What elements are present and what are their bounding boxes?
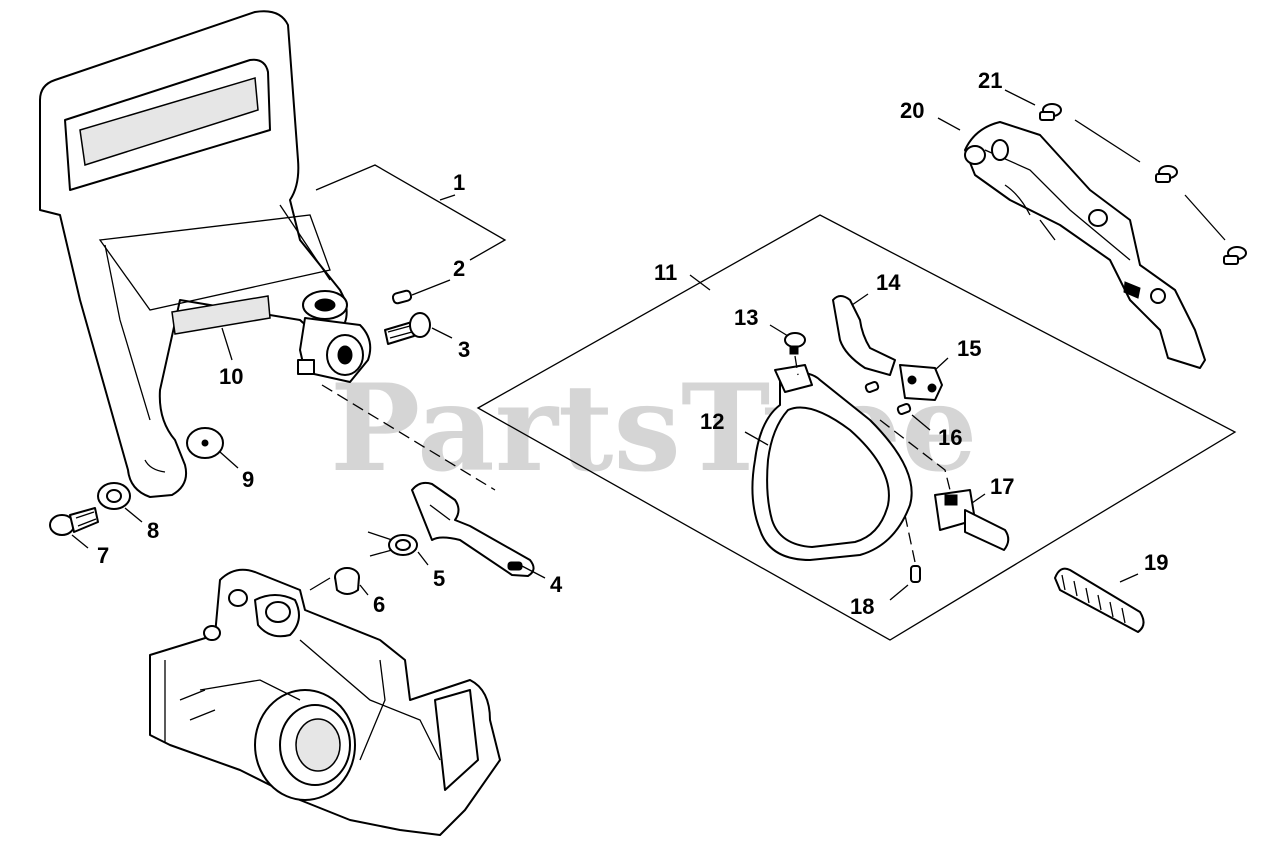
callout-21: 21	[978, 68, 1002, 93]
callout-17: 17	[990, 474, 1014, 499]
assembly-box-11	[476, 214, 1237, 641]
screws-part-21[interactable]	[1004, 89, 1247, 265]
actuator-part-17[interactable]	[934, 489, 1010, 551]
guard-pivot-part[interactable]	[297, 290, 372, 383]
callout-2: 2	[453, 256, 465, 281]
cover-part-20[interactable]	[937, 117, 1206, 369]
bushing-part-6[interactable]	[334, 567, 369, 596]
spring-clip-part-5[interactable]	[367, 531, 429, 566]
leader-1	[315, 164, 507, 261]
lever-link-part-14[interactable]	[832, 293, 896, 376]
callout-3: 3	[458, 337, 470, 362]
brake-lever-part-4[interactable]	[411, 481, 546, 579]
washer-part-9[interactable]	[186, 427, 239, 469]
callout-7: 7	[97, 543, 109, 568]
callout-20: 20	[900, 98, 924, 123]
callout-8: 8	[147, 518, 159, 543]
callout-11: 11	[654, 260, 677, 285]
spacer-part-8[interactable]	[97, 482, 143, 523]
brake-band-part-12[interactable]	[744, 364, 913, 561]
callout-12: 12	[700, 409, 724, 434]
pin-part-2[interactable]	[391, 279, 451, 305]
callout-10: 10	[219, 364, 243, 389]
pins-part-16[interactable]	[864, 381, 931, 431]
callout-1: 1	[453, 170, 465, 195]
crankcase-part[interactable]	[149, 568, 501, 836]
screw-part-3[interactable]	[384, 312, 453, 345]
leader-10	[221, 327, 233, 361]
hand-guard-part[interactable]	[39, 10, 348, 498]
callout-5: 5	[433, 566, 445, 591]
callout-4: 4	[550, 572, 563, 597]
spring-part-19[interactable]	[1054, 567, 1145, 633]
pin-part-18[interactable]	[889, 514, 921, 601]
bolt-part-7[interactable]	[49, 507, 99, 549]
callout-13: 13	[734, 305, 758, 330]
callout-16: 16	[938, 425, 962, 450]
callout-18: 18	[850, 594, 874, 619]
callout-19: 19	[1144, 550, 1168, 575]
chain-link-part-15[interactable]	[899, 357, 949, 401]
callout-6: 6	[373, 592, 385, 617]
screw-part-13[interactable]	[769, 324, 806, 376]
callout-9: 9	[242, 467, 254, 492]
callout-15: 15	[957, 336, 981, 361]
callout-14: 14	[876, 270, 901, 295]
